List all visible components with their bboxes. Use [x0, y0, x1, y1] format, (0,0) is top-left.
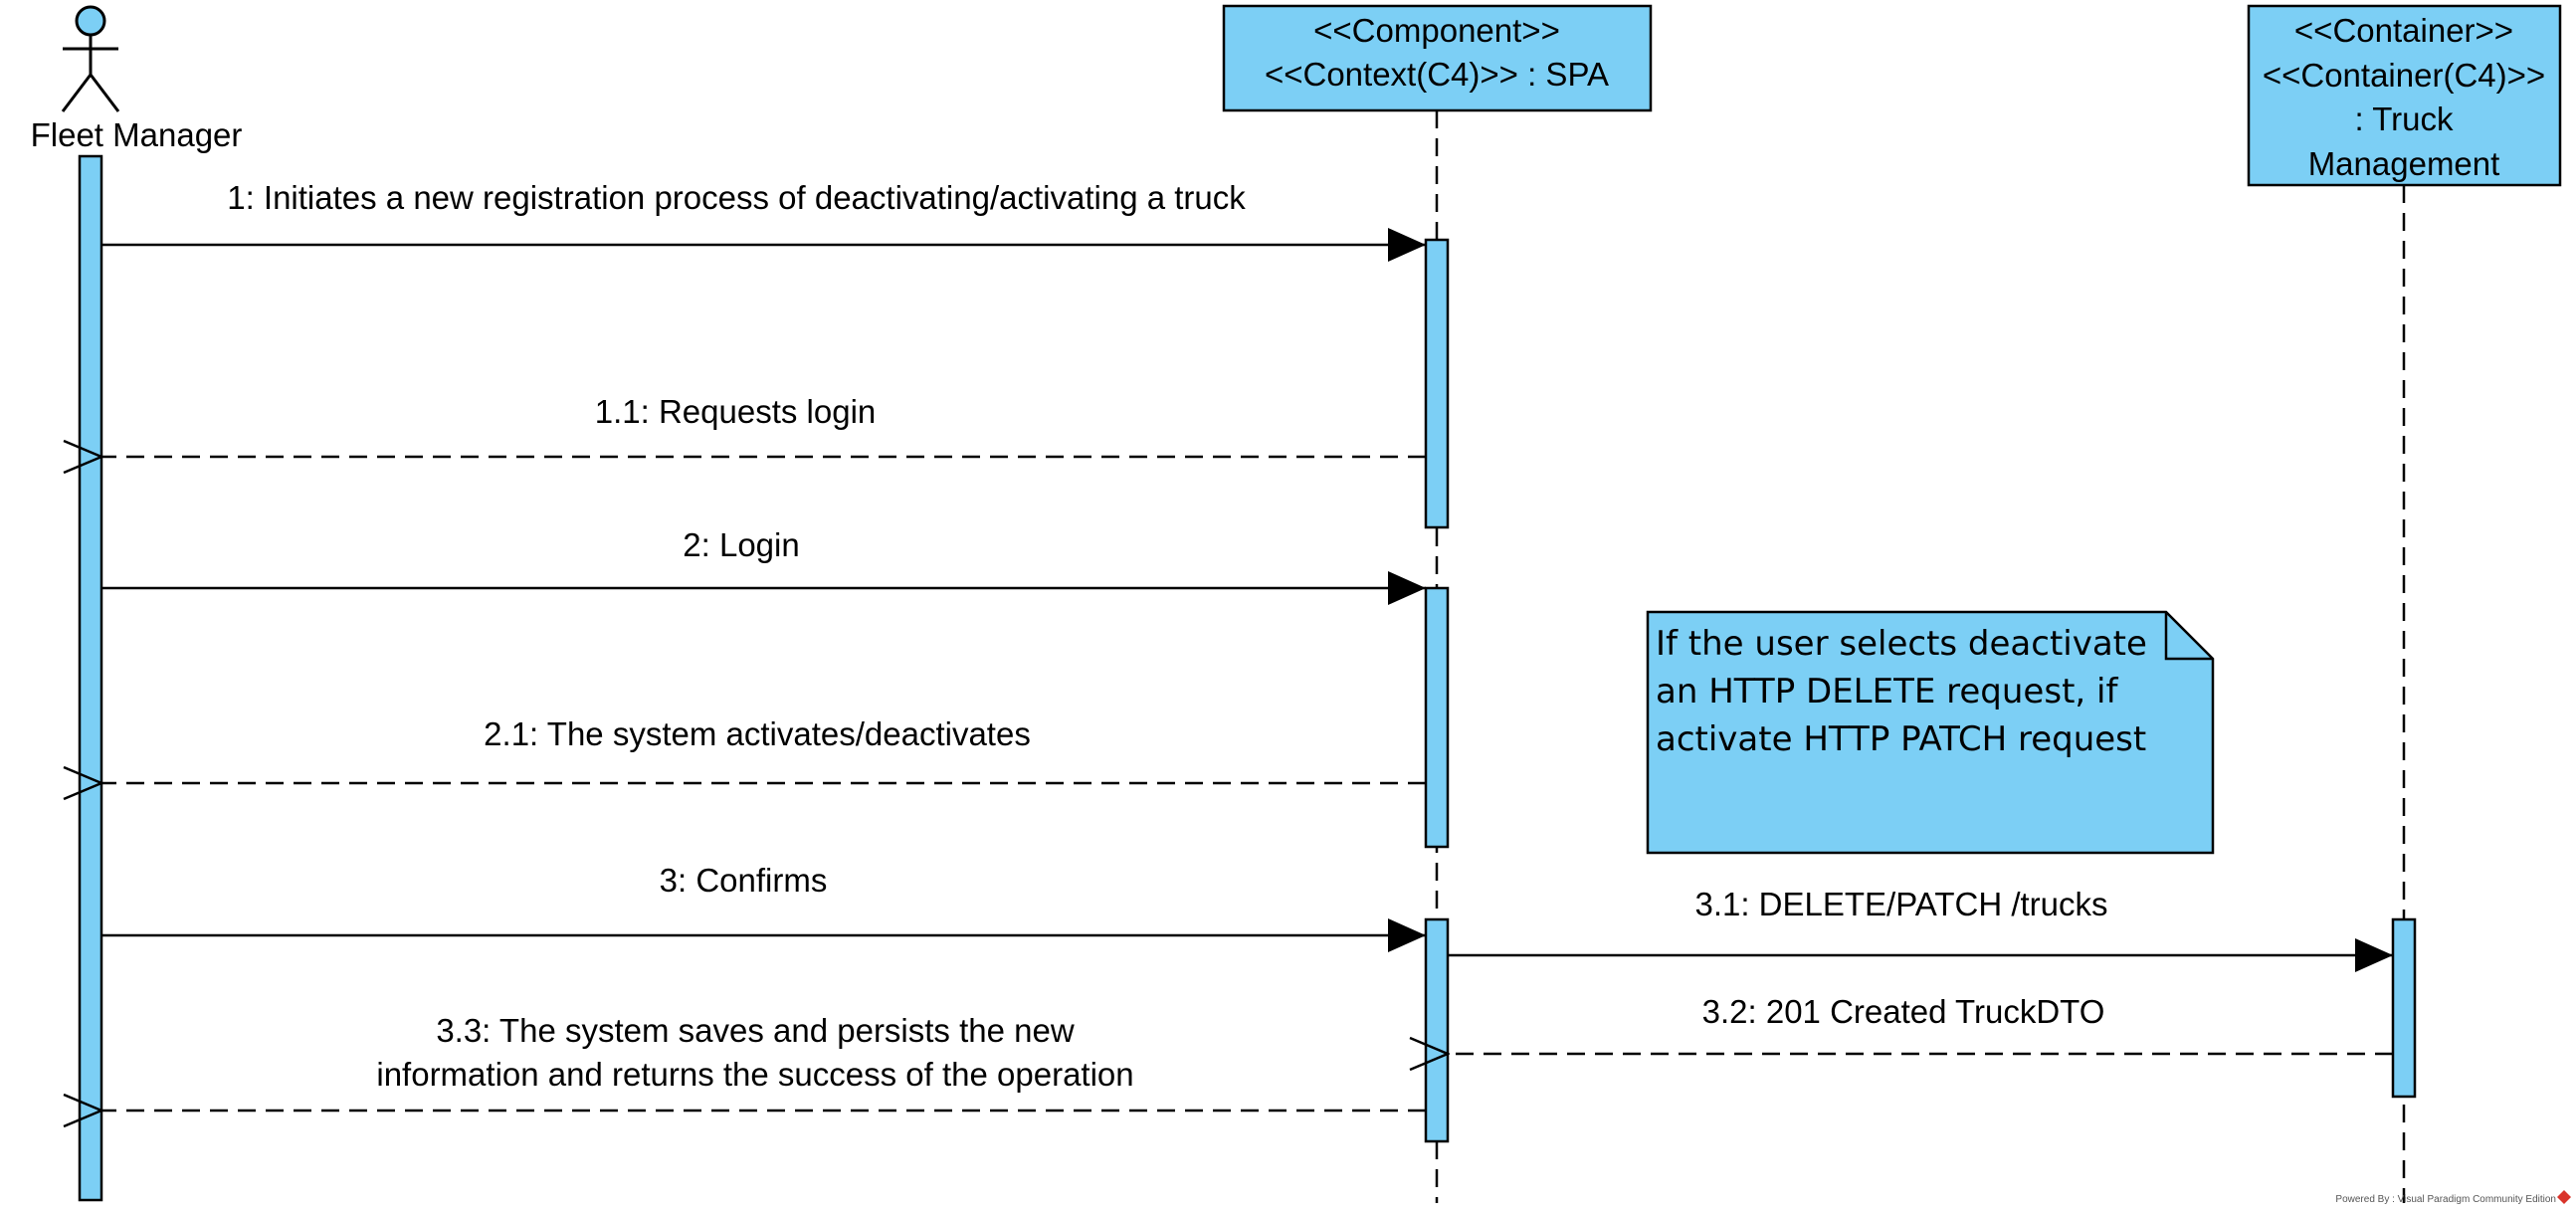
note-fold: [2164, 612, 2213, 661]
visual-paradigm-logo-icon: [2557, 1190, 2571, 1204]
activation-spa-1: [1424, 238, 1450, 529]
activation-spa-3: [1424, 917, 1450, 1143]
note-shape: [1646, 610, 2215, 855]
message-2: 2: Login: [101, 526, 1426, 605]
participant-truck-c4: <<Container(C4)>>: [2263, 57, 2545, 94]
activation-truck-management: [2391, 917, 2417, 1099]
note-line-1: If the user selects deactivate: [1656, 624, 2147, 664]
participant-spa-name: <<Context(C4)>> : SPA: [1265, 56, 1609, 93]
actor-icon: [61, 5, 120, 112]
message-1-label: 1: Initiates a new registration process …: [227, 179, 1246, 216]
participant-spa: <<Component>> <<Context(C4)>> : SPA: [1222, 4, 1653, 112]
participant-truck-management-box: [2247, 4, 2562, 187]
participant-spa-stereotype: <<Component>>: [1313, 12, 1560, 49]
participant-truck-name-1: : Truck: [2354, 101, 2454, 137]
participant-truck-management: <<Container>> <<Container(C4)>> : Truck …: [2247, 4, 2562, 187]
message-3-label: 3: Confirms: [660, 862, 828, 899]
message-2-1-label: 2.1: The system activates/deactivates: [484, 715, 1031, 752]
actor-fleet-manager: Fleet Manager: [31, 5, 243, 153]
message-1-1: 1.1: Requests login: [101, 393, 1426, 457]
watermark-text: Powered By : Visual Paradigm Community E…: [2335, 1194, 2556, 1205]
message-3-2-label: 3.2: 201 Created TruckDTO: [1702, 993, 2105, 1030]
participant-truck-name-2: Management: [2308, 145, 2500, 182]
note-line-2: an HTTP DELETE request, if: [1656, 672, 2118, 711]
actor-name: Fleet Manager: [31, 116, 243, 153]
activation-spa-2: [1424, 586, 1450, 849]
message-3-3-label-line-2: information and returns the success of t…: [376, 1056, 1133, 1093]
message-2-label: 2: Login: [683, 526, 799, 563]
message-3-2: 3.2: 201 Created TruckDTO: [1448, 993, 2393, 1054]
message-1-1-label: 1.1: Requests login: [595, 393, 877, 430]
activation-fleet-manager: [78, 154, 103, 1202]
note: If the user selects deactivate an HTTP D…: [1646, 610, 2215, 855]
message-3-3-label-line-1: 3.3: The system saves and persists the n…: [436, 1012, 1075, 1049]
message-3-1: 3.1: DELETE/PATCH /trucks: [1448, 886, 2393, 972]
note-line-3: activate HTTP PATCH request: [1656, 719, 2146, 759]
message-3-1-label: 3.1: DELETE/PATCH /trucks: [1694, 886, 2107, 922]
message-2-1: 2.1: The system activates/deactivates: [101, 715, 1426, 783]
participant-truck-stereotype: <<Container>>: [2294, 12, 2513, 49]
message-3: 3: Confirms: [101, 862, 1426, 952]
message-1: 1: Initiates a new registration process …: [101, 179, 1426, 262]
participant-spa-box: [1222, 4, 1653, 112]
watermark: Powered By : Visual Paradigm Community E…: [2335, 1190, 2571, 1205]
message-3-3: 3.3: The system saves and persists the n…: [101, 1012, 1426, 1111]
